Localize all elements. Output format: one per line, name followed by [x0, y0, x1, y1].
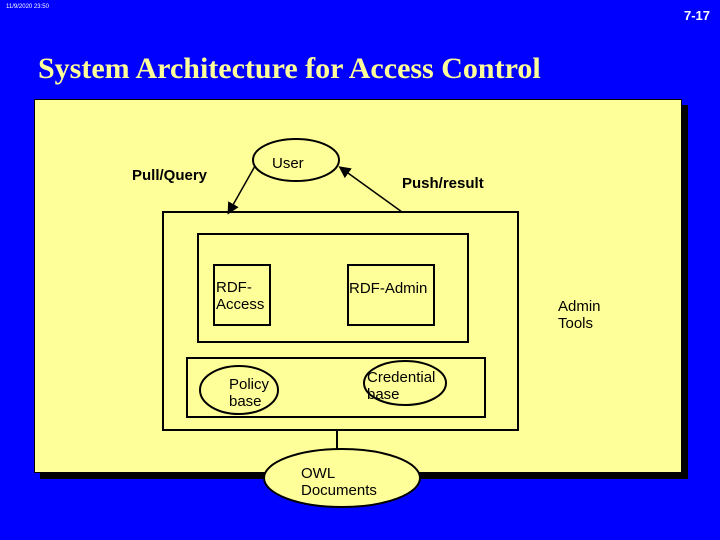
rdf-access-box: [213, 264, 271, 326]
slide-title: System Architecture for Access Control: [38, 52, 541, 85]
rdf-access-line2: Access: [216, 296, 265, 313]
policy-base-line2: base: [229, 393, 262, 410]
user-label: User: [272, 155, 304, 172]
credential-base-line1: Credential: [367, 369, 436, 386]
policy-base-line1: Policy: [229, 376, 270, 393]
push-result-label: Push/result: [402, 175, 484, 192]
slide-number: 7-17: [683, 8, 710, 23]
policy-base-ellipse: [199, 365, 279, 415]
owl-line2: Documents: [301, 482, 377, 499]
credential-base-ellipse: [363, 360, 447, 406]
owl-documents-ellipse: [263, 448, 421, 508]
admin-tools-label: Admin Tools: [558, 298, 601, 332]
pull-query-label: Pull/Query: [132, 167, 208, 184]
pull-query-arrow: [227, 165, 256, 215]
timestamp: 11/9/2020 23:50: [6, 4, 49, 10]
rdf-admin-box: [347, 264, 435, 326]
push-result-arrow: [338, 166, 403, 213]
rdf-admin-label: RDF-Admin: [349, 280, 428, 297]
admin-tools-line1: Admin: [558, 298, 601, 315]
admin-tools-line2: Tools: [558, 315, 594, 332]
rdf-access-label: RDF- Access: [216, 279, 264, 313]
rdf-access-line1: RDF-: [216, 279, 252, 296]
credential-base-line2: base: [367, 386, 400, 403]
owl-line1: OWL: [301, 465, 336, 482]
owl-documents-label: OWL Documents: [301, 465, 377, 499]
policy-base-label: Policy base: [229, 376, 269, 410]
user-ellipse: [252, 138, 340, 182]
credential-base-label: Credential base: [367, 369, 435, 403]
